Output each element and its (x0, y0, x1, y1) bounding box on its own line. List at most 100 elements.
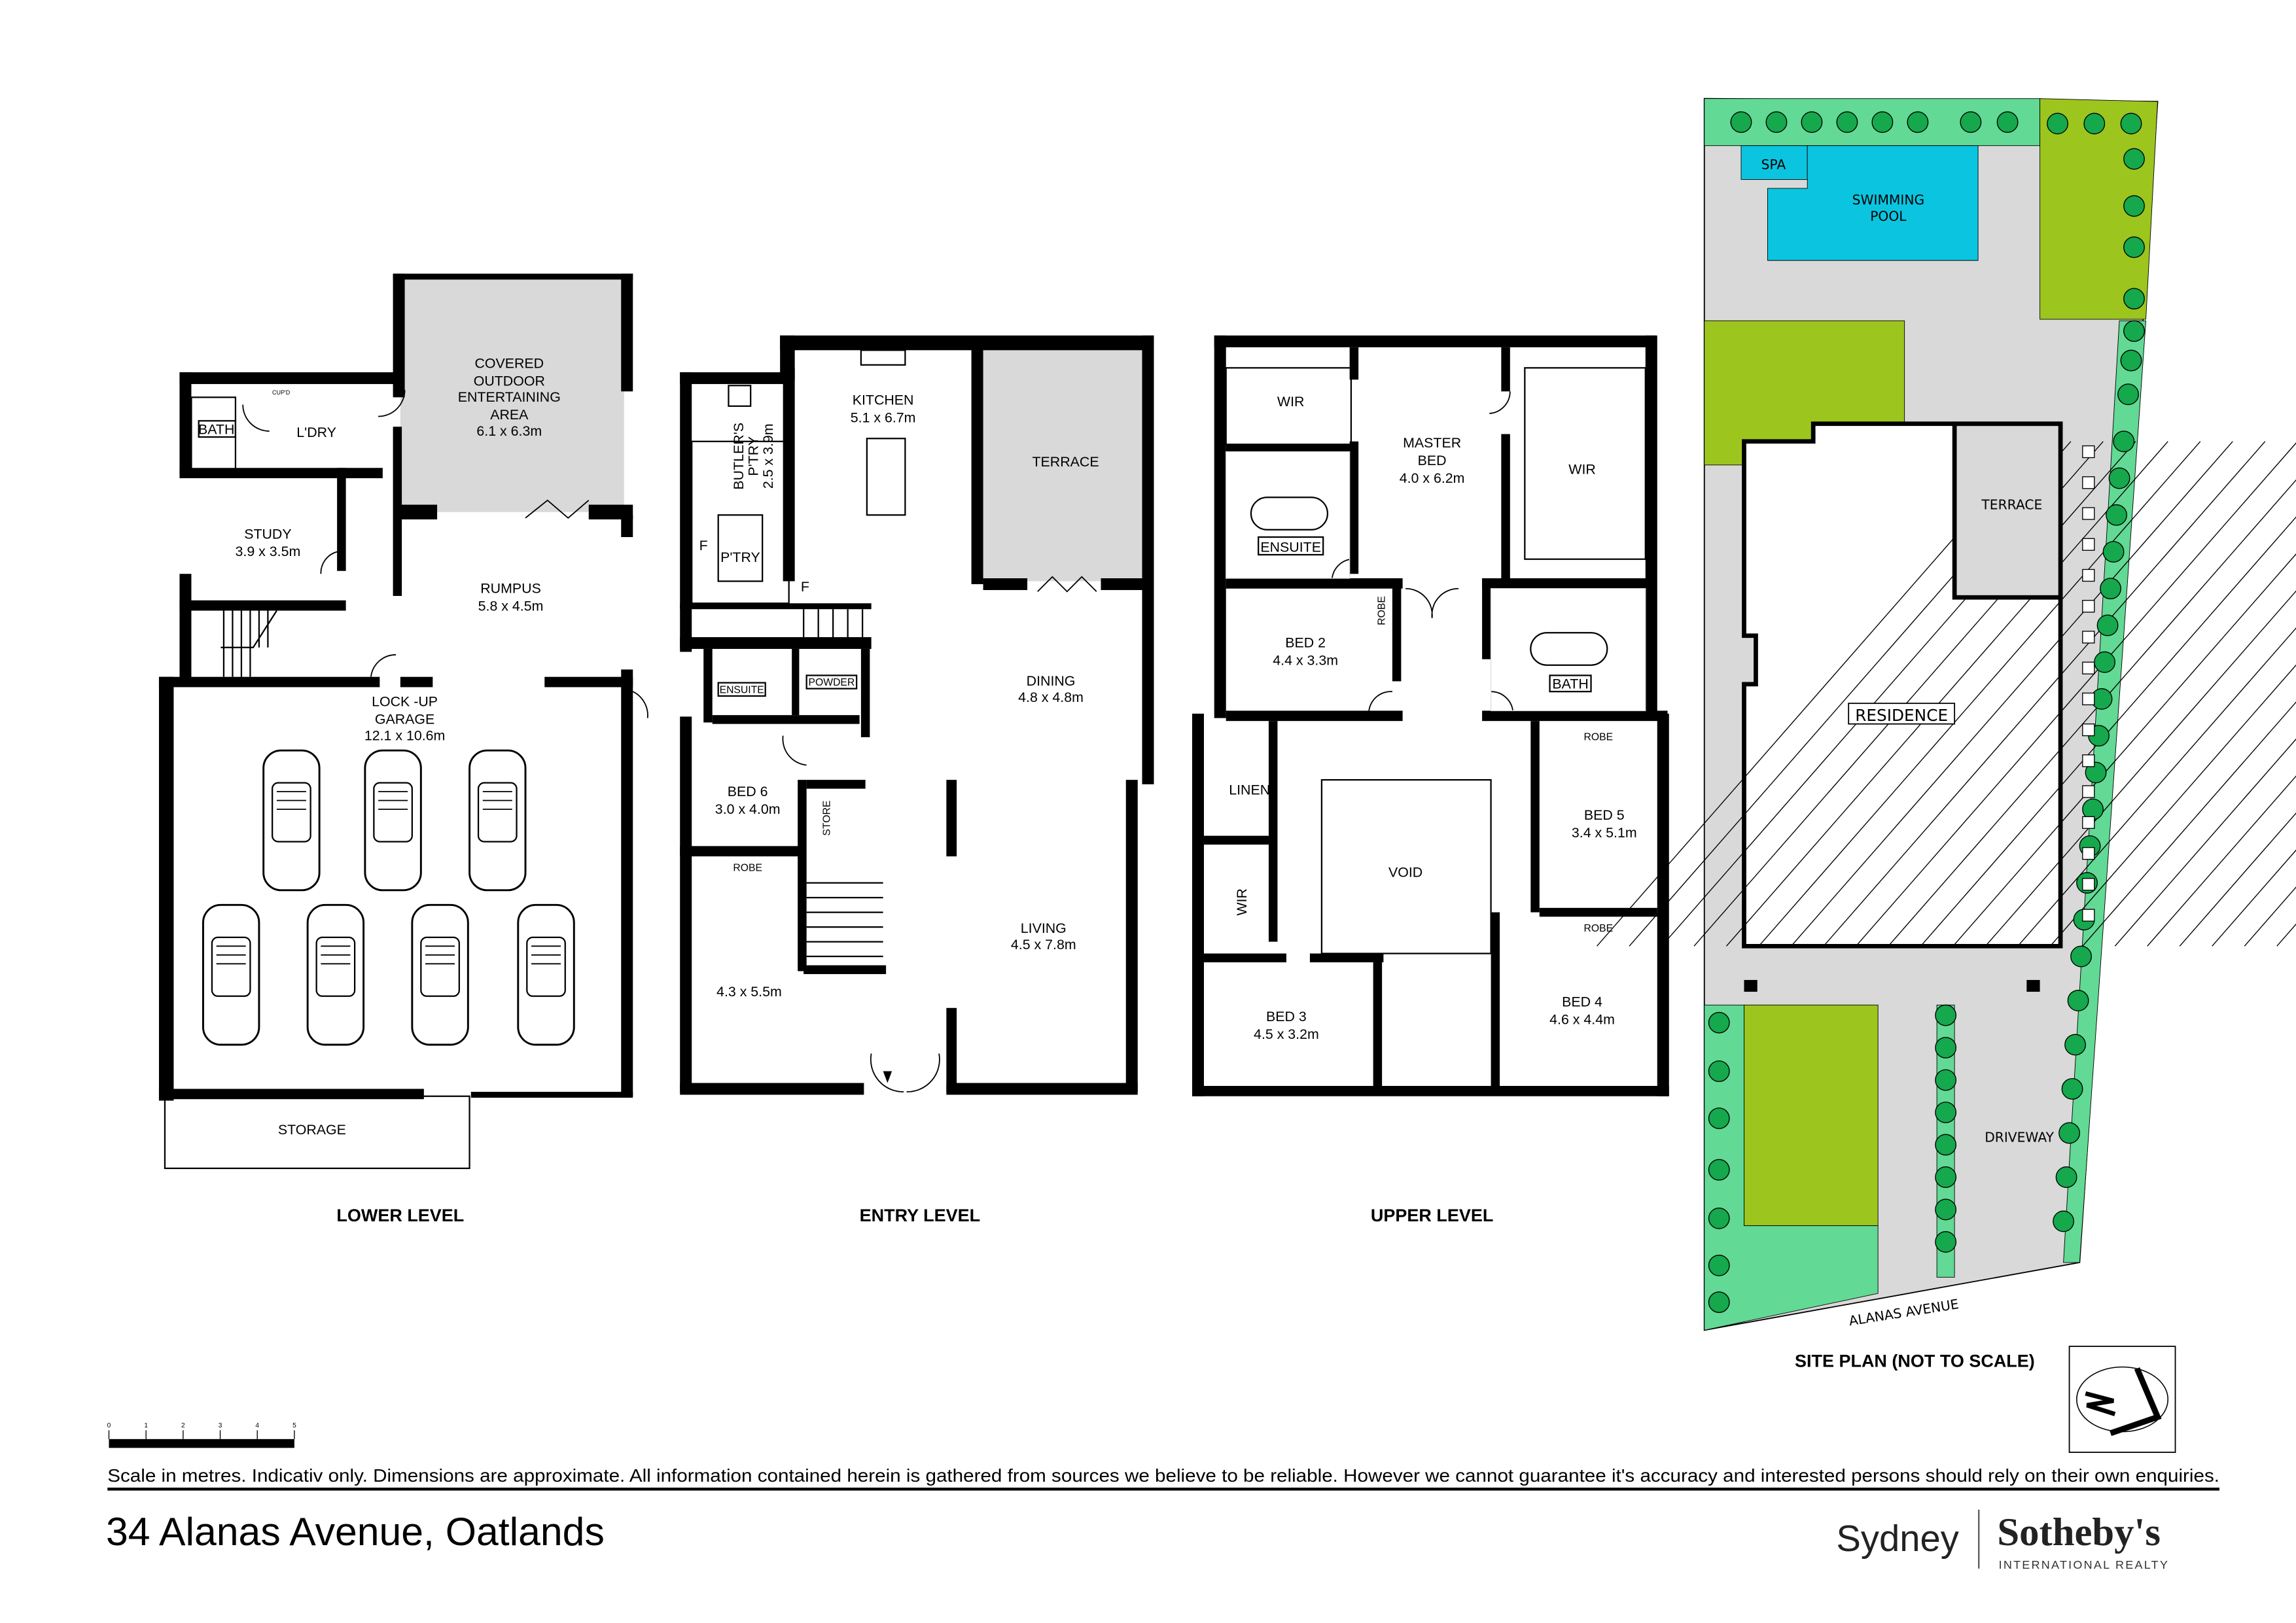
car-icon (468, 749, 527, 892)
room-label: WIR (1277, 394, 1305, 410)
hatch-line (2049, 664, 2296, 947)
robe-label: ROBE (1583, 923, 1613, 934)
pillar-icon (2082, 600, 2095, 613)
pool-label: SWIMMING (1852, 192, 1925, 208)
pillar-icon (2082, 816, 2095, 829)
shrub-icon (2067, 990, 2089, 1011)
scale-tick-label: 1 (144, 1422, 148, 1429)
hatch-line (2244, 886, 2296, 947)
hatch-line (2212, 849, 2296, 947)
hatch-line (1920, 516, 2296, 947)
shrub-icon (1836, 111, 1858, 133)
room-dimension: 3.4 x 5.1m (1572, 825, 1637, 841)
pillars (2082, 445, 2095, 922)
room-label: BED 5 (1584, 807, 1625, 823)
room-label: BED 4 (1562, 994, 1602, 1010)
hatch-line (1985, 590, 2296, 947)
swimming-pool (1767, 145, 1979, 261)
shrub-icon (1907, 111, 1929, 133)
car-icon (364, 749, 422, 892)
hatch-line (1952, 553, 2296, 947)
room-label: BED (1418, 453, 1447, 468)
scale-tick-label: 4 (255, 1422, 259, 1429)
shrub-icon (2070, 945, 2092, 968)
room-dimension: 4.5 x 3.2m (1254, 1026, 1319, 1042)
terrace-label: TERRACE (1981, 497, 2042, 512)
scale-tick-label: 3 (219, 1422, 222, 1429)
room-dimension: 4.3 x 5.5m (716, 984, 782, 1000)
shrub-icon (2058, 1122, 2080, 1144)
lower-level-plan: COVERED OUTDOOR ENTERTAINING AREA 6.1 x … (158, 273, 648, 1225)
hatch-line (1823, 441, 2266, 947)
shrub-icon (1935, 1004, 1957, 1026)
room-dimension: 6.1 x 6.3m (476, 423, 542, 439)
hatch-line (1855, 442, 2296, 947)
pillar-icon (2082, 754, 2095, 767)
room-label: TERRACE (1033, 454, 1099, 470)
address-title: 34 Alanas Avenue, Oatlands (106, 1509, 605, 1554)
room-label: AREA (490, 407, 529, 423)
covered-area-floor (400, 276, 624, 512)
robe-label: ROBE (1377, 596, 1388, 625)
spa-label: SPA (1761, 157, 1786, 173)
pillar-icon (2082, 568, 2095, 582)
shrub-icon (1708, 1108, 1730, 1129)
driveway-label: DRIVEWAY (1985, 1129, 2054, 1145)
room-label: BED 3 (1266, 1009, 1307, 1024)
hatch-line (1758, 441, 2201, 947)
shrub-icon (1708, 1060, 1730, 1082)
garden-bed (1704, 1004, 1879, 1331)
shrub-icon (2064, 1034, 2086, 1056)
car-icon (202, 903, 260, 1046)
brand-divider (1978, 1509, 1980, 1569)
shrub-icon (2123, 236, 2145, 258)
shrub-icon (1935, 1231, 1957, 1253)
room-dimension: 5.8 x 4.5m (478, 598, 544, 614)
room-dimension: 4.8 x 4.8m (1018, 689, 1084, 705)
hatch-line (2147, 775, 2296, 947)
room-label: WIR (1234, 888, 1250, 916)
bathtub-icon (1530, 632, 1608, 666)
shrub-icon (2117, 383, 2139, 406)
room-dimension: 5.1 x 6.7m (851, 410, 916, 426)
shrub-icon (2123, 195, 2145, 217)
room-label: GARAGE (375, 712, 434, 727)
car-icon (306, 903, 365, 1046)
store-label: STORE (822, 801, 833, 836)
site-plan: SPA SWIMMING POOL TERRACE RESIDENCE DRIV… (1597, 97, 2296, 1453)
bathtub-icon (1250, 497, 1329, 531)
shrub-icon (1935, 1166, 1957, 1188)
pool-label: POOL (1870, 208, 1907, 224)
pillar-icon (2082, 507, 2095, 520)
hatch-line (2276, 923, 2296, 947)
pillar-icon (2082, 476, 2095, 489)
brand-city: Sydney (1836, 1518, 1959, 1559)
room-label: ENSUITE (1260, 539, 1321, 555)
shrub-icon (2083, 113, 2106, 135)
room-dimension: 4.0 x 6.2m (1400, 470, 1465, 486)
room-label: VOID (1388, 865, 1422, 881)
room-dimension: 3.0 x 4.0m (715, 801, 781, 817)
pillar-icon (2082, 909, 2095, 922)
room-label: STUDY (244, 526, 291, 542)
scale-tick-label: 0 (107, 1422, 111, 1429)
pillar-icon (2082, 661, 2095, 674)
room-dimension: 4.5 x 7.8m (1011, 937, 1076, 952)
residence-label: RESIDENCE (1855, 706, 1948, 725)
robe-label: ROBE (733, 863, 762, 874)
room-label: MASTER (1403, 435, 1461, 451)
stairs (803, 609, 892, 1083)
shrub-icon (2120, 349, 2142, 372)
site-terrace (1952, 421, 2063, 600)
room-label: LOCK -UP (372, 694, 438, 710)
shrub-icon (1730, 111, 1752, 133)
shrub-icon (2120, 113, 2142, 135)
brand-logo: Sotheby's (1997, 1510, 2161, 1554)
room-label: BATH (1552, 676, 1588, 692)
pillar-icon (2082, 846, 2095, 860)
disclaimer: Scale in metres. Indicativ only. Dimensi… (107, 1465, 2219, 1486)
room-dimension: 4.6 x 4.4m (1549, 1012, 1615, 1028)
room-label: BATH (198, 422, 234, 438)
car-icon (411, 903, 469, 1046)
